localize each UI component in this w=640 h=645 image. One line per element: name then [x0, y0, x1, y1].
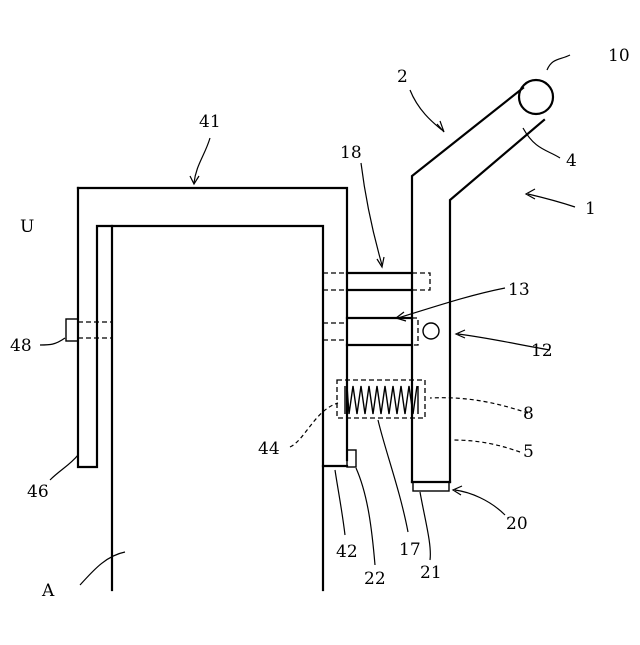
label-u: U: [20, 217, 34, 237]
label-12: 12: [531, 341, 553, 361]
label-41: 41: [199, 112, 221, 132]
label-17: 17: [399, 540, 421, 560]
stopper-42: [323, 450, 356, 467]
label-10: 10: [608, 46, 630, 66]
lever-1: [412, 80, 553, 491]
label-8: 8: [523, 404, 534, 424]
plate-46: [66, 319, 112, 341]
label-2: 2: [397, 67, 408, 87]
reference-labels: U A 1 2 4 5 8 10 12 13 17 18 20 21 22 41…: [10, 46, 630, 601]
label-20: 20: [506, 514, 528, 534]
label-4: 4: [566, 151, 577, 171]
label-18: 18: [340, 143, 362, 163]
label-13: 13: [508, 280, 530, 300]
label-42: 42: [336, 542, 358, 562]
label-5: 5: [523, 442, 534, 462]
cover-41: [78, 188, 347, 467]
label-44: 44: [258, 439, 280, 459]
label-21: 21: [420, 563, 442, 583]
leader-lines: [40, 55, 575, 585]
label-a: A: [41, 581, 55, 601]
label-22: 22: [364, 569, 386, 589]
guide-pins: [323, 273, 430, 345]
label-48: 48: [10, 336, 32, 356]
label-1: 1: [585, 199, 596, 219]
frame-a: [112, 226, 323, 590]
label-46: 46: [27, 482, 49, 502]
